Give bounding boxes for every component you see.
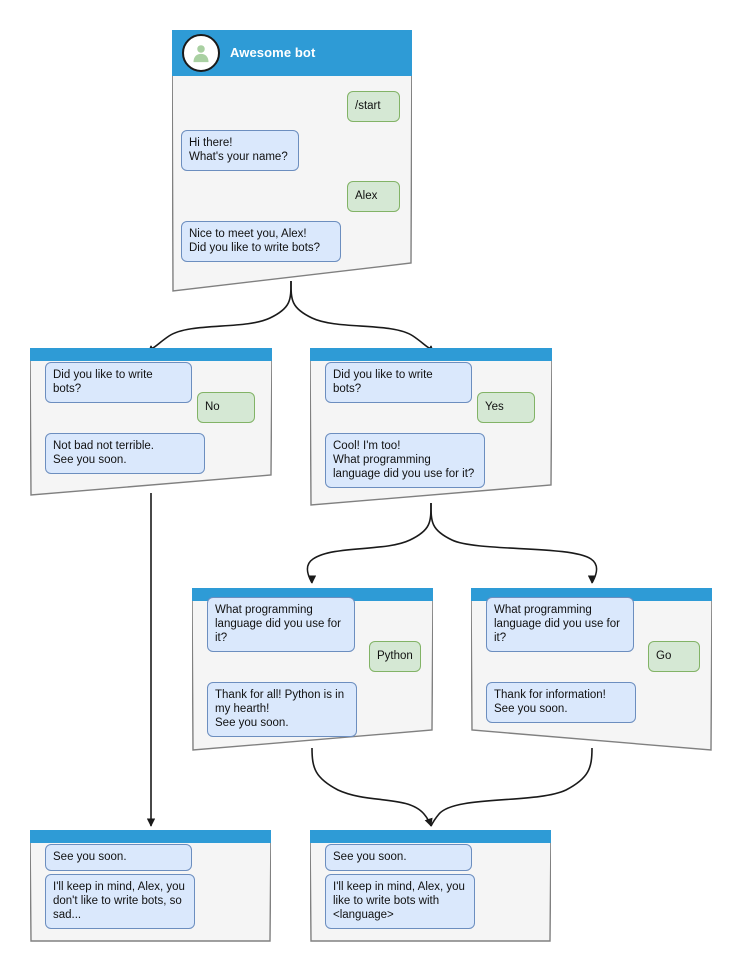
person-avatar-icon	[182, 33, 220, 72]
message-bubble-bot: See you soon.	[45, 844, 192, 871]
connector-start-to-no	[146, 280, 292, 354]
message-bubble-bot: I'll keep in mind, Alex, you like to wri…	[325, 874, 475, 929]
node-start-title: Awesome bot	[230, 45, 316, 60]
message-bubble-bot: Not bad not terrible. See you soon.	[45, 433, 205, 474]
message-bubble-bot: See you soon.	[325, 844, 472, 871]
message-bubble-user: Alex	[347, 181, 400, 212]
message-bubble-bot: Cool! I'm too! What programming language…	[325, 433, 485, 488]
node-start-header: Awesome bot	[172, 30, 412, 75]
message-bubble-user: Go	[648, 641, 700, 672]
message-bubble-bot: Hi there! What's your name?	[181, 130, 299, 171]
node-python-branch[interactable]: What programming language did you use fo…	[192, 588, 433, 751]
connector-python-to-end	[311, 747, 433, 827]
node-no-branch[interactable]: Did you like to write bots? No Not bad n…	[30, 348, 272, 496]
connector-yes-to-go	[430, 502, 598, 584]
message-bubble-user: Python	[369, 641, 421, 672]
connector-go-to-end	[430, 747, 593, 827]
message-bubble-user: Yes	[477, 392, 535, 423]
message-bubble-bot: Did you like to write bots?	[45, 362, 192, 403]
message-bubble-user: /start	[347, 91, 400, 122]
node-go-branch[interactable]: What programming language did you use fo…	[471, 588, 712, 751]
message-bubble-bot: Nice to meet you, Alex! Did you like to …	[181, 221, 341, 262]
message-bubble-bot: Thank for all! Python is in my hearth! S…	[207, 682, 357, 737]
node-end-no[interactable]: See you soon. I'll keep in mind, Alex, y…	[30, 830, 271, 942]
connector-start-to-yes	[290, 280, 436, 354]
message-bubble-user: No	[197, 392, 255, 423]
message-bubble-bot: What programming language did you use fo…	[207, 597, 355, 652]
message-bubble-bot: What programming language did you use fo…	[486, 597, 634, 652]
connector-yes-to-python	[306, 502, 432, 584]
message-bubble-bot: Did you like to write bots?	[325, 362, 472, 403]
node-end-yes[interactable]: See you soon. I'll keep in mind, Alex, y…	[310, 830, 551, 942]
node-start[interactable]: Awesome bot /start Hi there! What's your…	[172, 30, 412, 292]
message-bubble-bot: Thank for information! See you soon.	[486, 682, 636, 723]
node-yes-branch[interactable]: Did you like to write bots? Yes Cool! I'…	[310, 348, 552, 506]
message-bubble-bot: I'll keep in mind, Alex, you don't like …	[45, 874, 195, 929]
